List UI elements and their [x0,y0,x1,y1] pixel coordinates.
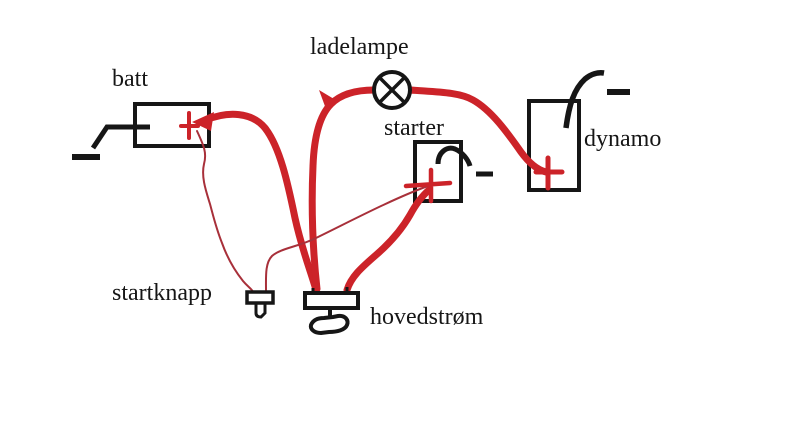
start-button-symbol [245,290,275,319]
wiring [192,86,550,294]
main-switch-lever [308,313,350,336]
dynamo-unit [527,70,630,192]
main-switch-body [303,291,360,310]
arrowhead-into-battery-plus [192,112,214,131]
arrowhead-on-lamp-wire [319,90,334,109]
battery-plus-mark [179,111,200,140]
wire-mainswitch-to-chargelamp [308,86,378,293]
charge-lamp-label: ladelampe [310,34,409,60]
start-button-stem [254,303,267,319]
main-switch-symbol [303,287,360,336]
starter-unit [413,140,493,203]
battery-label: batt [112,66,148,92]
wire-chargelamp-to-dynamo-plus [406,86,550,176]
wire-battery-plus-to-startbutton [196,130,254,293]
lamp-cross-icon [377,75,407,105]
start-button-body [245,290,275,305]
wire-mainswitch-to-starter-plus [343,186,433,294]
dynamo-box [527,99,581,192]
charge-lamp-symbol [372,70,412,110]
wire-mainswitch-to-battery-plus [202,110,320,294]
starter-label: starter [384,115,444,141]
dynamo-ground-wire [563,70,605,129]
start-button-label: startknapp [112,280,212,306]
battery-ground-wire [90,124,150,150]
starter-plus-mark [403,167,453,204]
starter-ground-wire [435,145,473,167]
wire-startbutton-to-starter-plus [264,185,429,291]
dynamo-label: dynamo [584,126,661,152]
starter-box [413,140,463,203]
polarity-markers [179,111,565,204]
main-switch-label: hovedstrøm [370,304,484,330]
dynamo-plus-mark [533,155,565,191]
